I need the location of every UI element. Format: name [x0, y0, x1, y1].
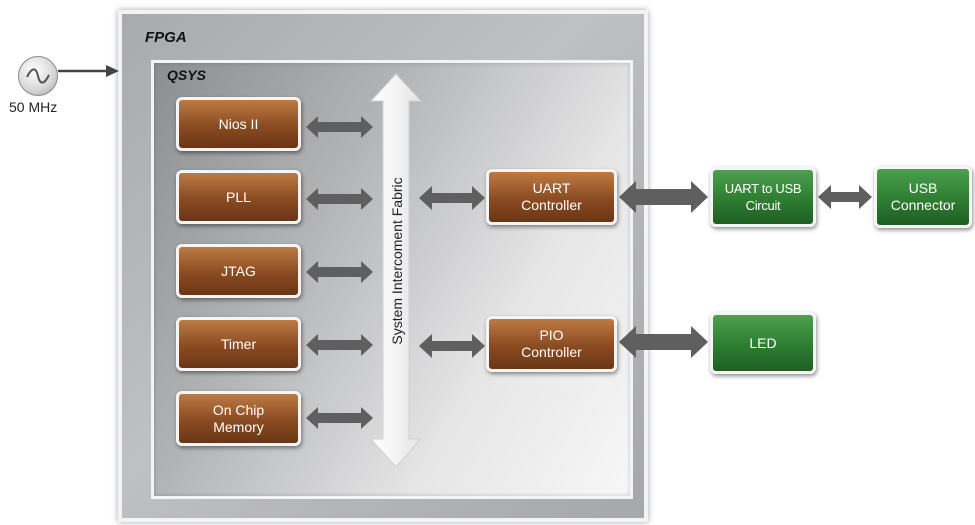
pll-fabric-arrow	[306, 188, 373, 210]
led-label: LED	[749, 334, 777, 351]
nios-fabric-arrow	[306, 116, 373, 138]
pio-controller-label-line1: PIO	[539, 327, 564, 343]
pio-controller-label-line2: Controller	[521, 344, 582, 360]
clock-oscillator-icon	[18, 56, 58, 96]
on-chip-memory-module[interactable]: On Chip Memory	[176, 391, 301, 446]
usb-connector-label-line2: Connector	[890, 197, 956, 213]
uart-controller-label-line1: UART	[532, 180, 571, 196]
uart-to-usb-circuit[interactable]: UART to USB Circuit	[710, 167, 816, 227]
timer-fabric-arrow	[306, 334, 373, 356]
pio-controller-module[interactable]: PIO Controller	[486, 316, 617, 372]
uart-to-usb-label-line1: UART to USB	[724, 181, 802, 196]
qsys-title: QSYS	[167, 67, 206, 83]
clock-frequency-label: 50 MHz	[9, 99, 58, 115]
on-chip-memory-label-line1: On Chip	[212, 401, 265, 418]
uart-to-usb-arrow	[619, 181, 708, 213]
on-chip-memory-label-line2: Memory	[213, 418, 264, 435]
pll-label: PLL	[226, 188, 251, 205]
uart-controller-label-line2: Controller	[521, 197, 582, 213]
uart-controller-module[interactable]: UART Controller	[486, 169, 617, 225]
memory-fabric-arrow	[306, 407, 373, 429]
fabric-uart-arrow	[419, 186, 485, 210]
nios-ii-label: Nios II	[218, 115, 259, 132]
timer-label: Timer	[220, 335, 257, 352]
nios-ii-module[interactable]: Nios II	[176, 97, 301, 151]
usb-connector[interactable]: USB Connector	[874, 166, 972, 228]
clock-input-arrow	[58, 65, 119, 77]
jtag-fabric-arrow	[306, 261, 373, 283]
uart-to-usb-label-line2: Circuit	[745, 198, 781, 213]
usb-connector-label-line1: USB	[908, 180, 938, 196]
timer-module[interactable]: Timer	[176, 317, 301, 371]
led-block[interactable]: LED	[710, 312, 816, 374]
pll-module[interactable]: PLL	[176, 170, 301, 224]
system-fabric-arrow	[369, 73, 423, 468]
jtag-label: JTAG	[221, 262, 256, 279]
jtag-module[interactable]: JTAG	[176, 244, 301, 298]
system-fabric-label: System Intercoment Fabric	[389, 177, 405, 345]
fpga-title: FPGA	[145, 29, 187, 46]
usb-connector-arrow	[818, 185, 872, 209]
fabric-pio-arrow	[419, 334, 485, 358]
pio-led-arrow	[619, 326, 708, 358]
